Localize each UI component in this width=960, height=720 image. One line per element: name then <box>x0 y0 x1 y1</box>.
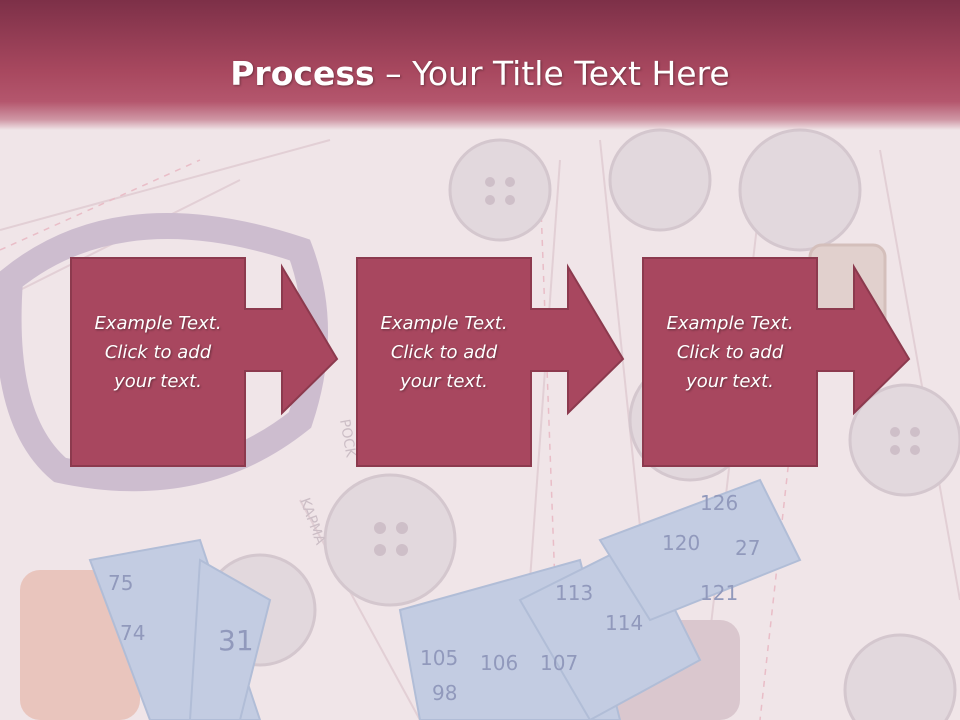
step-arrow-shape <box>70 257 339 467</box>
title-bar <box>0 0 960 130</box>
tape-label: 113 <box>555 581 593 605</box>
tape-label: 121 <box>700 581 738 605</box>
background-label: POCK <box>336 418 359 459</box>
tape-label: 105 <box>420 646 458 670</box>
tape-label: 75 <box>108 571 133 595</box>
step-text[interactable]: Example Text. Click to add your text. <box>380 313 508 392</box>
step-arrow-shape <box>642 257 911 467</box>
tape-label: 126 <box>700 491 738 515</box>
process-step-1[interactable]: Example Text. Click to add your text. <box>70 257 340 467</box>
title-rest: – Your Title Text Here <box>374 54 730 93</box>
tape-label: 107 <box>540 651 578 675</box>
process-step-2[interactable]: Example Text. Click to add your text. <box>356 257 626 467</box>
page-title[interactable]: Process – Your Title Text Here <box>0 52 960 96</box>
tape-label: 74 <box>120 621 145 645</box>
step-arrow-shape <box>356 257 625 467</box>
tape-label: 27 <box>735 536 760 560</box>
title-bold: Process <box>230 54 375 93</box>
tape-label: 106 <box>480 651 518 675</box>
tape-label: 120 <box>662 531 700 555</box>
tape-label: 31 <box>218 624 254 657</box>
tape-label: 98 <box>432 681 457 705</box>
tape-label: 114 <box>605 611 643 635</box>
step-text[interactable]: Example Text. Click to add your text. <box>666 313 794 392</box>
process-step-3[interactable]: Example Text. Click to add your text. <box>642 257 912 467</box>
step-text[interactable]: Example Text. Click to add your text. <box>94 313 222 392</box>
